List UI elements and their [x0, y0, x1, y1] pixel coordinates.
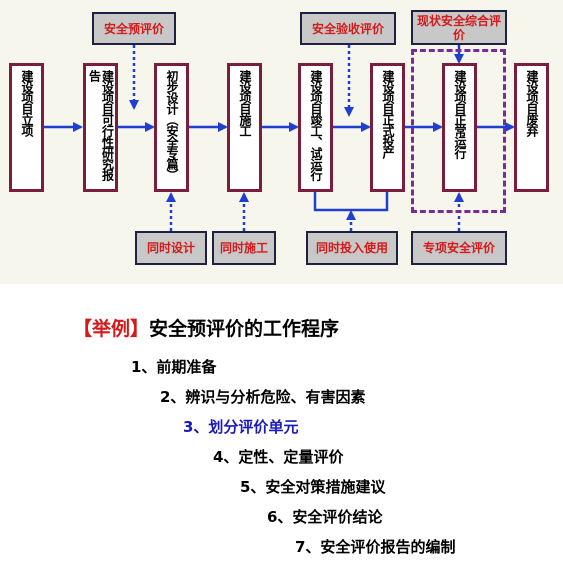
example-bracket: 【举例】	[73, 318, 150, 340]
bracket-s5-s6	[313, 192, 389, 212]
stage-text: 建设项目废弃	[525, 70, 539, 136]
stage-feasibility-report: 建设项目可行性研究报告	[83, 63, 118, 192]
step-item: 4、定性、定量评价	[213, 448, 344, 466]
label-simultaneous-construction: 同时施工	[212, 231, 276, 265]
label-pre-evaluation: 安全预评价	[92, 12, 176, 45]
stage-text: 建设项目正常运行	[453, 70, 467, 158]
stage-text: 初步设计（安全专篇）	[165, 70, 179, 180]
example-panel: 【举例】安全预评价的工作程序 1、前期准备 2、辨识与分析危险、有害因素 3、划…	[65, 308, 495, 571]
step-item: 7、安全评价报告的编制	[295, 538, 456, 556]
stage-formal-production: 建设项目正式投产	[370, 63, 405, 192]
stage-text: 建设项目施工	[238, 70, 252, 136]
example-heading: 【举例】安全预评价的工作程序	[73, 314, 339, 341]
label-simultaneous-operation: 同时投入使用	[306, 231, 398, 265]
step-item: 1、前期准备	[131, 358, 217, 376]
example-title: 安全预评价的工作程序	[149, 318, 340, 340]
flow-diagram: 安全预评价 安全验收评价 现状安全综合评价 建设项目立项 建设项目可行性研究报告…	[0, 0, 563, 284]
step-item: 5、安全对策措施建议	[240, 478, 386, 496]
label-status-evaluation: 现状安全综合评价	[411, 10, 507, 45]
stage-normal-operation: 建设项目正常运行	[442, 63, 477, 192]
normal-operation-frame	[411, 49, 506, 213]
stage-project-approval: 建设项目立项	[9, 63, 44, 192]
label-acceptance-evaluation: 安全验收评价	[300, 12, 396, 45]
step-item-highlighted: 3、划分评价单元	[183, 418, 299, 436]
stage-text: 建设项目正式投产	[381, 70, 395, 158]
label-simultaneous-design: 同时设计	[135, 231, 207, 265]
label-special-evaluation: 专项安全评价	[411, 231, 507, 265]
stage-construction: 建设项目施工	[227, 63, 262, 192]
step-item: 6、安全评价结论	[267, 508, 383, 526]
stage-preliminary-design: 初步设计（安全专篇）	[154, 63, 189, 192]
stage-completion-trial: 建设项目竣工、试运行	[298, 63, 333, 192]
stage-abandonment: 建设项目废弃	[514, 63, 549, 192]
stage-text: 建设项目立项	[20, 70, 34, 136]
step-item: 2、辨识与分析危险、有害因素	[160, 388, 366, 406]
stage-text: 建设项目可行性研究报告	[87, 70, 115, 180]
stage-text: 建设项目竣工、试运行	[309, 70, 323, 180]
